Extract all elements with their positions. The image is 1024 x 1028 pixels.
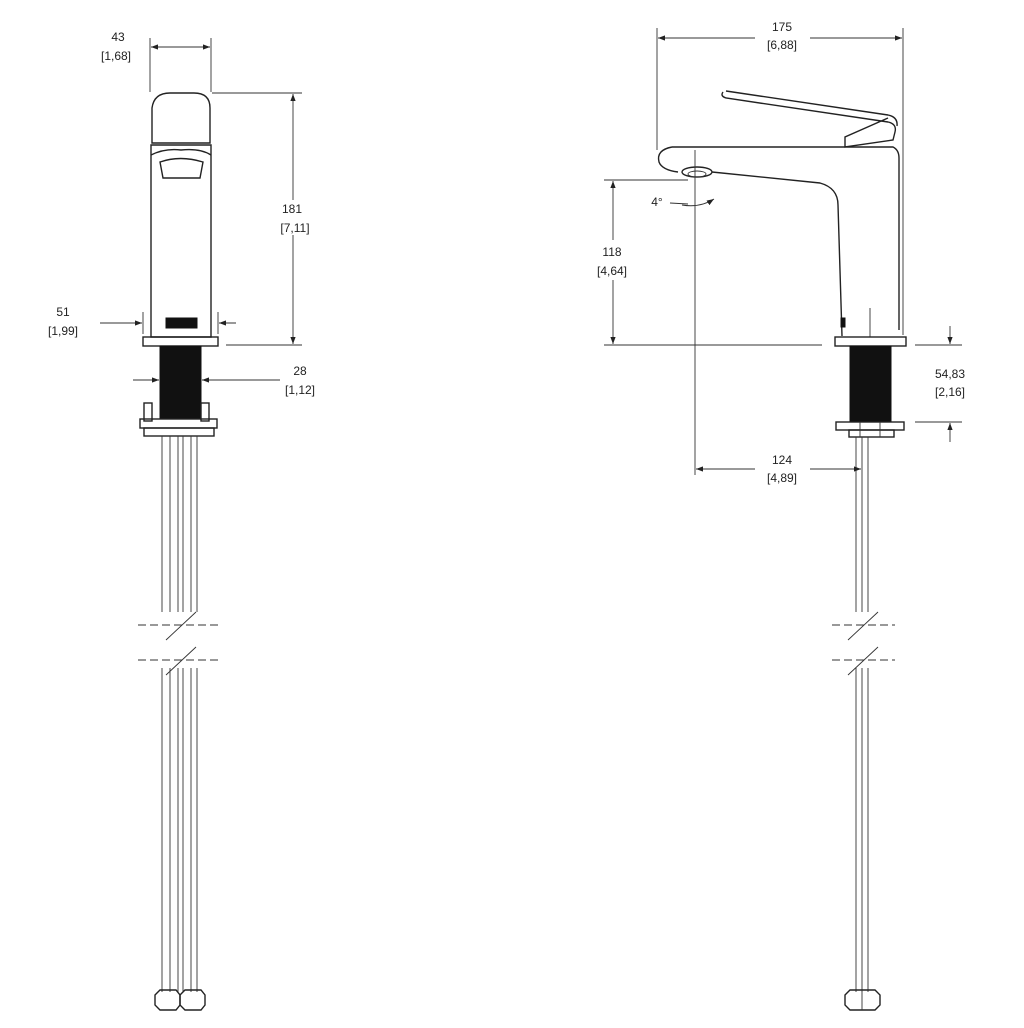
dimension-length-175: 175 [6,88] — [656, 20, 904, 335]
front-view: 43 [1,68] 181 [7,11] 51 [1,99] 28 [1,12] — [48, 30, 315, 1011]
faucet-side-body — [657, 90, 907, 438]
dim-label-in: [4,64] — [597, 264, 627, 278]
dim-label-in: [2,16] — [935, 385, 965, 399]
dim-label-in: [1,99] — [48, 324, 78, 338]
dim-label-mm: 124 — [772, 453, 792, 467]
threaded-shank — [849, 345, 892, 423]
dim-label-mm: 54,83 — [935, 367, 965, 381]
dimension-height-181: 181 [7,11] — [212, 92, 310, 346]
faucet-front-body — [139, 92, 219, 437]
dimension-width-43: 43 [1,68] — [101, 30, 212, 92]
side-view: 175 [6,88] 4° 118 [4,64] 54,83 [2,16] — [597, 20, 965, 1011]
dimension-height-118: 118 [4,64] — [597, 179, 822, 346]
dim-label-in: [7,11] — [280, 221, 309, 235]
dimension-reach-124: 124 [4,89] — [696, 453, 861, 485]
dim-label-in: [4,89] — [767, 471, 797, 485]
dim-label-in: [1,12] — [285, 383, 315, 397]
dim-label-mm: 181 — [282, 202, 302, 216]
supply-hoses-front — [138, 436, 222, 1011]
dim-label-mm: 28 — [293, 364, 307, 378]
dimension-shank-28: 28 [1,12] — [133, 364, 315, 397]
angle-label: 4° — [651, 195, 663, 209]
dim-label-mm: 175 — [772, 20, 792, 34]
dim-label-in: [1,68] — [101, 49, 131, 63]
dimension-angle-4: 4° — [651, 195, 715, 209]
dim-label-mm: 118 — [602, 245, 621, 259]
threaded-shank — [159, 345, 202, 419]
supply-hoses-side — [832, 437, 895, 1011]
dim-label-in: [6,88] — [767, 38, 797, 52]
logo-plate — [165, 317, 198, 329]
dim-label-mm: 43 — [111, 30, 125, 44]
dim-label-mm: 51 — [56, 305, 70, 319]
dimension-deck-54-83: 54,83 [2,16] — [915, 326, 965, 442]
dimension-body-51: 51 [1,99] — [48, 305, 236, 338]
